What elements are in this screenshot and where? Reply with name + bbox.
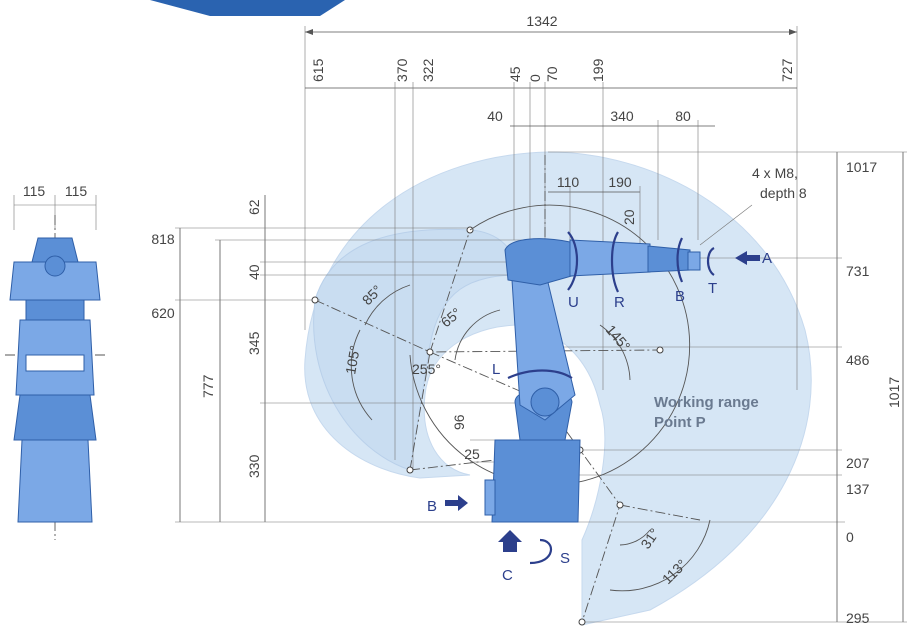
thread-note-line2: depth 8: [760, 185, 807, 201]
axis-label-t: T: [708, 280, 717, 297]
inner-envelope-lobe: [313, 228, 521, 471]
dim-615: 615: [310, 58, 326, 82]
dim-199: 199: [590, 58, 606, 82]
front-dim-115-right: 115: [65, 183, 88, 199]
angle-105: 105°: [342, 344, 363, 375]
dim-40-top: 40: [487, 108, 503, 124]
dim-345: 345: [246, 331, 262, 355]
axis-rotation-markers: [507, 231, 715, 565]
dim-r1017: 1017: [846, 159, 877, 175]
axis-label-b-wrist: B: [675, 288, 685, 305]
dim-40-left: 40: [246, 264, 262, 280]
axis-label-b-base: B: [427, 498, 437, 515]
dim-r137: 137: [846, 481, 870, 497]
dim-62: 62: [246, 199, 262, 215]
dim-322: 322: [420, 58, 436, 82]
dim-25: 25: [464, 446, 480, 462]
dim-620: 620: [151, 305, 175, 321]
dim-80: 80: [675, 108, 691, 124]
front-dim-115-left: 115: [23, 183, 46, 199]
dim-96: 96: [451, 414, 467, 430]
dim-110: 110: [557, 174, 580, 190]
corner-banner: [150, 0, 345, 16]
axis-label-s: S: [560, 550, 570, 567]
thread-note-line1: 4 x M8,: [752, 165, 798, 181]
axis-label-l: L: [492, 361, 500, 378]
point-p-label: Point P: [654, 414, 706, 431]
axis-label-r: R: [614, 294, 625, 311]
dim-r731: 731: [846, 263, 870, 279]
dim-727: 727: [779, 58, 795, 82]
dim-370: 370: [394, 58, 410, 82]
axis-label-c: C: [502, 567, 513, 584]
dim-70: 70: [544, 66, 560, 82]
dim-45: 45: [507, 66, 523, 82]
dim-r486: 486: [846, 352, 870, 368]
working-range-label: Working range: [654, 394, 759, 411]
dim-0: 0: [527, 74, 543, 82]
robot-side-view: [484, 238, 701, 523]
dim-r0: 0: [846, 529, 854, 545]
dim-r207: 207: [846, 455, 870, 471]
dim-330: 330: [246, 454, 262, 478]
dim-r295: 295: [846, 610, 870, 626]
dim-20: 20: [621, 209, 637, 225]
robot-front-view: [5, 195, 105, 540]
angle-255: 255°: [412, 361, 441, 377]
axis-label-u: U: [568, 294, 579, 311]
dim-190: 190: [608, 174, 632, 190]
axis-label-a: A: [762, 250, 772, 267]
dim-818: 818: [151, 231, 175, 247]
dim-340: 340: [610, 108, 634, 124]
angle-arcs: [350, 204, 711, 592]
dim-total-height: 1017: [886, 377, 902, 408]
dim-overall-width: 1342: [526, 13, 557, 29]
dim-777: 777: [200, 374, 216, 398]
